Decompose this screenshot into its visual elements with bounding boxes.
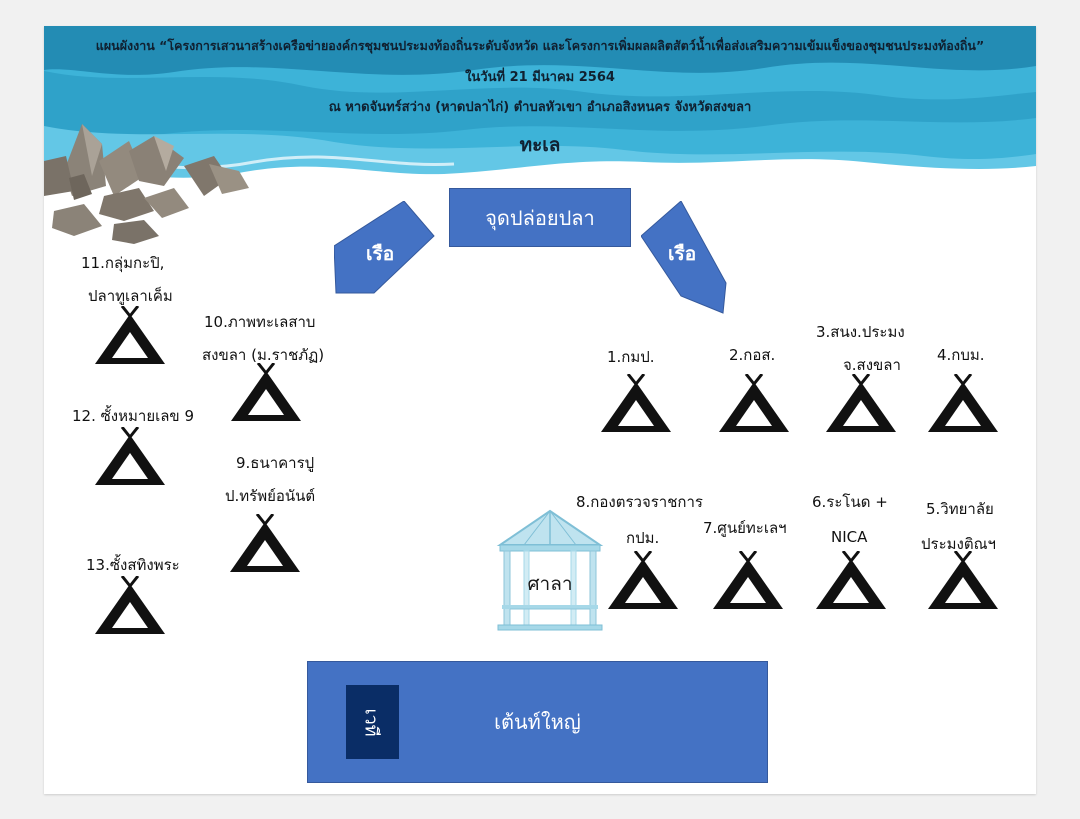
tent-icon (816, 551, 886, 609)
pavilion-icon (496, 509, 604, 631)
rocks-icon (44, 124, 249, 244)
tent-13-label: 13.ซั้งสทิงพระ (86, 556, 180, 574)
tent-9-label-line2: ป.ทรัพย์อนันต์ (225, 487, 316, 505)
tent-8-label-line2: กปม. (626, 529, 660, 547)
tent-icon (719, 374, 789, 432)
map-title: แผนผังงาน “โครงการเสวนาสร้างเครือข่ายองค… (95, 38, 985, 53)
tent-11-label-line2: ปลาทูเลาเค็ม (88, 287, 173, 305)
tent-3-label-line2: จ.สงขลา (843, 356, 901, 374)
tent-icon (95, 576, 165, 634)
tent-9-label-line1: 9.ธนาคารปู (236, 454, 315, 472)
fish-release-point: จุดปล่อยปลา (449, 188, 631, 247)
tent-icon (928, 551, 998, 609)
event-venue: ณ หาดจันทร์สว่าง (หาดปลาไก่) ตำบลหัวเขา … (328, 100, 752, 115)
boat-arrow-icon (334, 201, 435, 294)
tent-icon (826, 374, 896, 432)
tent-12-label: 12. ซั้งหมายเลข 9 (72, 407, 194, 425)
tent-icon (608, 551, 678, 609)
layout-map: แผนผังงาน “โครงการเสวนาสร้างเครือข่ายองค… (44, 26, 1036, 794)
tent-icon (231, 363, 301, 421)
boat-right-label: เรือ (668, 243, 697, 265)
tent-4-label: 4.กบม. (937, 346, 985, 364)
tent-6-label-line2: NICA (831, 528, 868, 546)
big-tent-label: เต้นท์ใหญ่ (494, 710, 581, 734)
tent-10-label-line2: สงขลา (ม.ราชภัฏ) (202, 346, 325, 364)
event-date: ในวันที่ 21 มีนาคม 2564 (465, 70, 615, 85)
sea-label: ทะเล (519, 134, 561, 156)
tent-10-label-line1: 10.ภาพทะเลสาบ (204, 313, 316, 331)
stage: เวที (346, 685, 399, 759)
sea-area (44, 26, 1036, 226)
boat-left-label: เรือ (366, 243, 395, 265)
tent-5-label-line2: ประมงติณฯ (921, 535, 996, 553)
tent-icon (601, 374, 671, 432)
tent-icon (230, 514, 300, 572)
tent-3-label-line1: 3.สนง.ประมง (816, 323, 905, 341)
tent-icon (928, 374, 998, 432)
tent-6-label-line1: 6.ระโนด + (812, 493, 888, 511)
tent-icon (95, 427, 165, 485)
tent-5-label-line1: 5.วิทยาลัย (926, 500, 994, 518)
tent-8-label-line1: 8.กองตรวจราชการ (576, 493, 703, 511)
tent-2-label: 2.กอส. (729, 346, 776, 364)
boat-arrow-icon (641, 201, 727, 314)
tent-11-label-line1: 11.กลุ่มกะปิ, (81, 254, 165, 272)
stage-label: เวที (361, 707, 382, 737)
tent-1-label: 1.กมป. (607, 348, 655, 366)
tent-icon (713, 551, 783, 609)
pavilion-label: ศาลา (527, 573, 573, 595)
tent-7-label: 7.ศูนย์ทะเลฯ (703, 519, 787, 537)
tent-icon (95, 306, 165, 364)
